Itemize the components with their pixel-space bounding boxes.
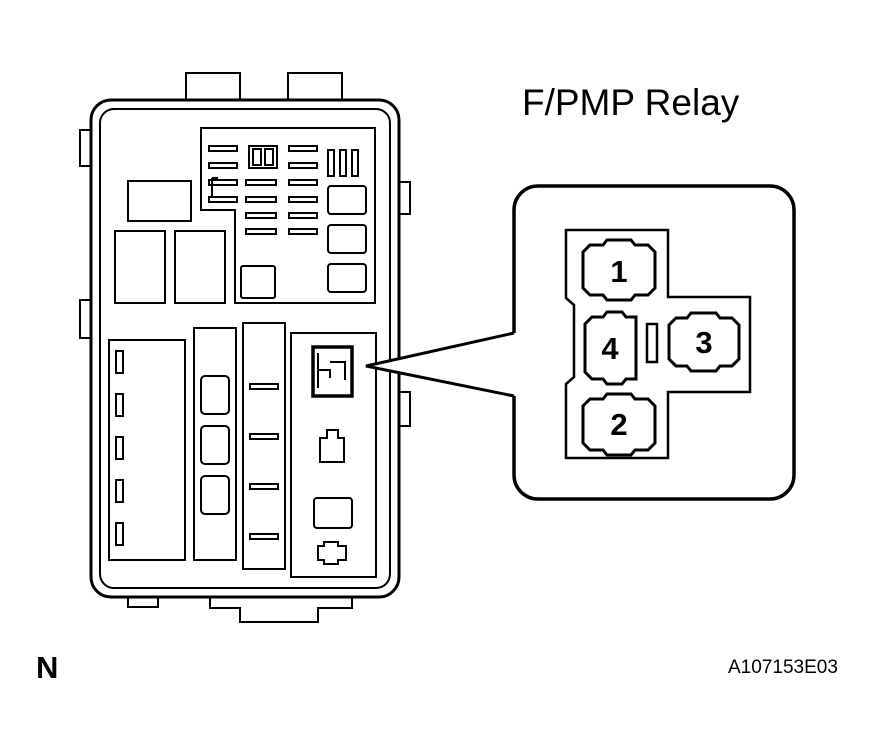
- relay-block-inner-housing: [99, 108, 391, 589]
- callout-box: [512, 184, 796, 501]
- terminal-1-outline: [581, 238, 657, 302]
- figure-id: A107153E03: [728, 657, 838, 678]
- right-relay-area: [290, 332, 377, 578]
- terminal-3-label: 3: [695, 325, 712, 360]
- connector-outline: [564, 228, 752, 460]
- left-fuse-column: [108, 339, 186, 561]
- upper-fuse-area: [200, 127, 376, 304]
- block-mounting-tabs: [79, 72, 411, 623]
- terminal-2-label: 2: [610, 407, 627, 442]
- terminal-2-outline: [581, 392, 657, 457]
- connector-key-slot: [645, 322, 659, 364]
- middle-fuse-column: [242, 322, 286, 570]
- terminal-4-label: 4: [601, 331, 619, 366]
- terminal-4-outline: [583, 310, 638, 386]
- terminal-3-outline: [667, 311, 741, 373]
- relay-block-outer-housing: [89, 98, 401, 599]
- terminal-1-label: 1: [610, 254, 627, 289]
- upper-left-relays: [114, 180, 226, 304]
- fpmp-relay-location: [311, 345, 354, 398]
- middle-relay-column: [193, 327, 237, 561]
- diagram-title: F/PMP Relay: [522, 82, 740, 123]
- north-orientation-mark: N: [36, 650, 59, 685]
- callout-pointer: [365, 331, 515, 398]
